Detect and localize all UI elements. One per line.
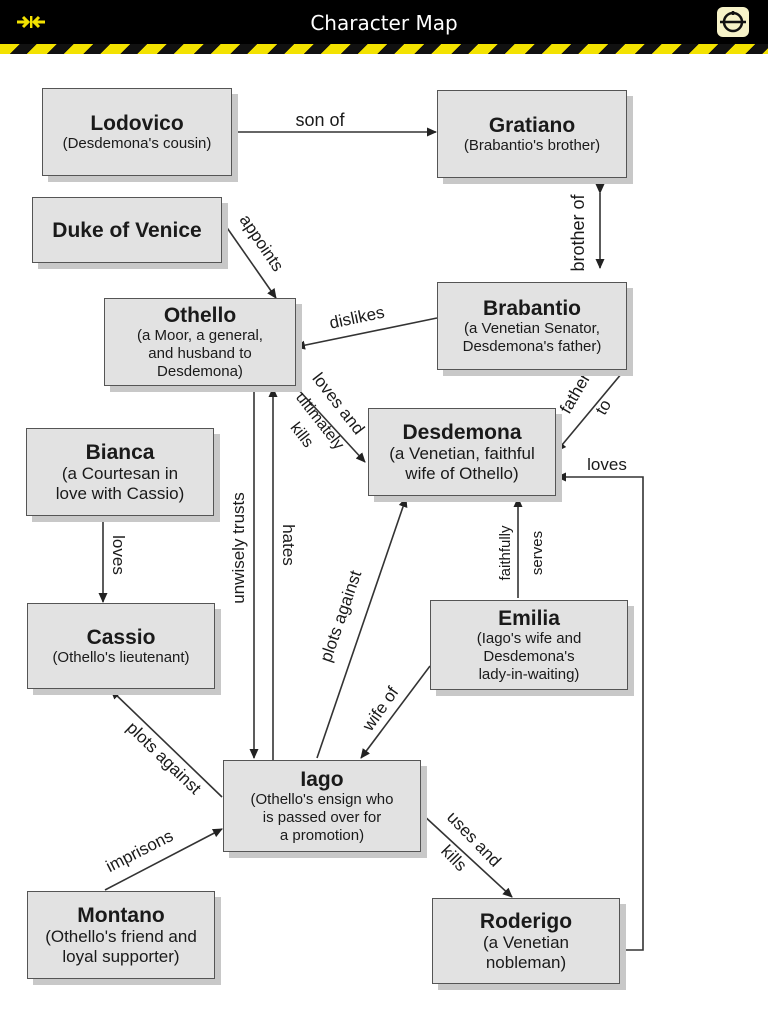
character-description: (Iago's wife and xyxy=(476,629,582,647)
character-box-othello[interactable]: Othello (a Moor, a general, and husband … xyxy=(104,298,302,392)
arrow-father-to xyxy=(556,372,623,452)
character-description: Desdemona) xyxy=(157,362,243,380)
arrow-plots-against-desdemona xyxy=(316,497,408,759)
arrow-roderigo-loves xyxy=(556,472,644,951)
character-box-lodovico[interactable]: Lodovico (Desdemona's cousin) xyxy=(42,88,238,182)
character-box-roderigo[interactable]: Roderigo (a Venetian nobleman) xyxy=(432,898,626,990)
character-description: (a Venetian, faithful xyxy=(389,443,535,463)
character-description: wife of Othello) xyxy=(405,463,519,483)
character-name: Desdemona xyxy=(402,420,522,444)
character-name: Montano xyxy=(77,903,165,927)
character-description: (Brabantio's brother) xyxy=(463,136,601,154)
page-title: Character Map xyxy=(310,11,458,35)
label-bianca-loves: loves xyxy=(109,535,128,575)
relationship-arrows: son of brother of appoints dislikes fath… xyxy=(98,110,644,951)
label-unwisely-trusts: unwisely trusts xyxy=(229,492,248,603)
character-name: Cassio xyxy=(86,625,156,649)
character-name: Gratiano xyxy=(488,113,576,137)
label-son-of: son of xyxy=(295,110,345,130)
character-name: Emilia xyxy=(498,606,560,630)
character-box-duke-of-venice[interactable]: Duke of Venice xyxy=(32,197,228,269)
character-box-bianca[interactable]: Bianca (a Courtesan in love with Cassio) xyxy=(26,428,220,522)
character-box-emilia[interactable]: Emilia (Iago's wife and Desdemona's lady… xyxy=(430,600,634,696)
character-description: (a Venetian xyxy=(482,932,569,952)
top-bar xyxy=(0,0,768,44)
label-plots-against-cassio: plots against xyxy=(123,718,205,798)
arrow-imprisons xyxy=(104,828,223,891)
circle-crosshair-icon xyxy=(717,7,749,37)
arrow-uses-and-kills xyxy=(421,813,513,898)
label-brother-of: brother of xyxy=(568,193,588,271)
double-arrow-collapse-icon xyxy=(17,15,45,29)
character-name: Duke of Venice xyxy=(52,218,202,242)
label-hates: hates xyxy=(279,524,298,566)
character-description: (Desdemona's cousin) xyxy=(62,134,212,152)
label-plots-against-desdemona: plots against xyxy=(316,568,365,665)
character-name: Brabantio xyxy=(482,296,581,320)
character-description: Desdemona's xyxy=(483,647,575,665)
character-name: Lodovico xyxy=(90,111,184,135)
character-description: (Othello's friend and xyxy=(45,926,197,946)
label-to: to xyxy=(591,396,615,418)
arrow-plots-against-cassio xyxy=(110,689,223,798)
arrow-dislikes xyxy=(295,317,438,350)
character-description: (Othello's ensign who xyxy=(250,790,394,808)
character-description: a promotion) xyxy=(279,826,365,844)
character-description: loyal supporter) xyxy=(62,946,180,966)
character-description: (a Moor, a general, xyxy=(137,326,263,344)
back-button[interactable] xyxy=(14,10,48,34)
label-serves: serves xyxy=(529,531,546,575)
label-appoints: appoints xyxy=(236,211,288,275)
hazard-stripe-divider xyxy=(0,44,768,54)
arrow-loves-and-kills xyxy=(295,386,366,463)
character-description: is passed over for xyxy=(262,808,382,826)
character-description: (a Courtesan in xyxy=(61,463,179,483)
character-box-iago[interactable]: Iago (Othello's ensign who is passed ove… xyxy=(223,760,427,858)
character-name: Iago xyxy=(300,767,344,791)
character-box-brabantio[interactable]: Brabantio (a Venetian Senator, Desdemona… xyxy=(437,282,633,376)
character-description: Desdemona's father) xyxy=(462,337,602,355)
character-description: (Othello's lieutenant) xyxy=(52,648,190,666)
character-description: and husband to xyxy=(148,344,252,362)
arrow-wife-of xyxy=(360,665,431,759)
character-description: (a Venetian Senator, xyxy=(464,319,600,337)
character-box-montano[interactable]: Montano (Othello's friend and loyal supp… xyxy=(27,891,221,985)
character-box-cassio[interactable]: Cassio (Othello's lieutenant) xyxy=(27,603,221,695)
character-name: Bianca xyxy=(85,440,155,464)
label-dislikes: dislikes xyxy=(328,303,386,333)
character-description: love with Cassio) xyxy=(55,483,185,503)
label-roderigo-loves: loves xyxy=(587,455,627,474)
arrow-appoints xyxy=(222,221,277,299)
label-father: father xyxy=(556,369,594,416)
character-box-gratiano[interactable]: Gratiano (Brabantio's brother) xyxy=(437,90,633,184)
character-description: lady-in-waiting) xyxy=(478,665,580,683)
character-name: Roderigo xyxy=(479,909,573,933)
label-imprisons: imprisons xyxy=(103,826,176,876)
menu-button[interactable] xyxy=(717,7,749,37)
character-description: nobleman) xyxy=(485,952,567,972)
label-uses-kills: kills xyxy=(437,841,470,875)
label-wife-of: wife of xyxy=(358,683,402,735)
character-name: Othello xyxy=(163,303,237,327)
character-box-desdemona[interactable]: Desdemona (a Venetian, faithful wife of … xyxy=(368,408,562,502)
label-faithfully: faithfully xyxy=(497,525,514,581)
